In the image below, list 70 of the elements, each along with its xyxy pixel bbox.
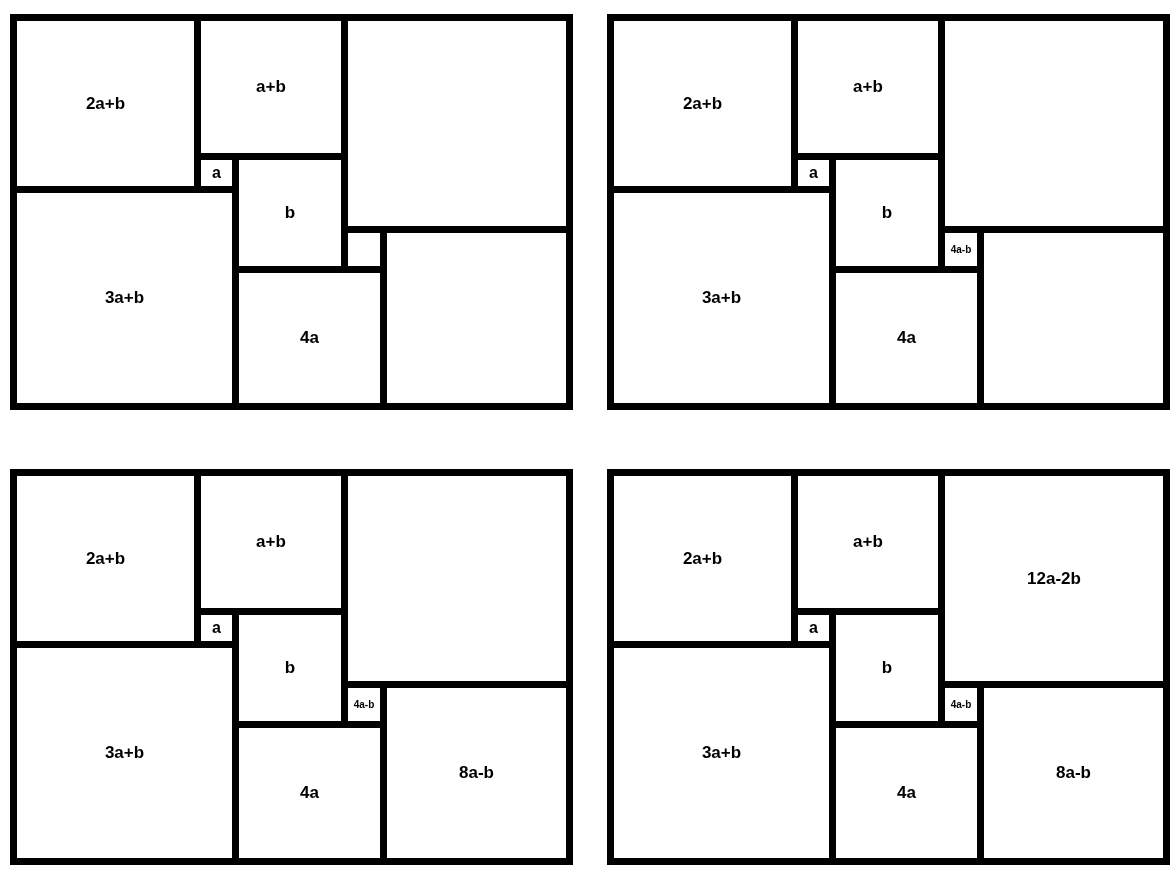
- square-tile: [984, 233, 1163, 403]
- tile-label: 2a+b: [682, 93, 723, 114]
- square-tile: [945, 476, 1163, 681]
- tile-label: a+b: [256, 77, 286, 97]
- square-tile: [798, 21, 938, 153]
- square-tile: [201, 476, 341, 608]
- tile-label: 4a: [897, 328, 916, 348]
- square-tile: [945, 688, 977, 721]
- tile-label: a: [809, 164, 818, 182]
- tile-label: 12a-2b: [1027, 568, 1081, 589]
- tile-label: 8a-b: [459, 763, 494, 783]
- tile-label: 3a+b: [701, 288, 742, 308]
- square-tile: [17, 476, 194, 641]
- square-tile: [201, 615, 232, 641]
- tile-label: 2a+b: [85, 93, 126, 114]
- square-tile: [201, 160, 232, 186]
- square-tile: [836, 615, 938, 721]
- tile-label: b: [284, 658, 296, 678]
- tile-label: a: [212, 619, 221, 637]
- square-tile: [984, 688, 1163, 858]
- rectangle-frame: [607, 14, 1170, 410]
- rectangle-frame: [10, 469, 573, 865]
- square-tile: [201, 21, 341, 153]
- square-tile: [945, 21, 1163, 226]
- tile-label: 4a-b: [950, 244, 972, 255]
- tile-label: b: [284, 203, 296, 223]
- rectangle-frame: [607, 469, 1170, 865]
- rectangle-frame: [10, 14, 573, 410]
- square-tile: [239, 728, 380, 858]
- square-tile: [239, 273, 380, 403]
- square-tile: [387, 233, 566, 403]
- square-tile: [387, 688, 566, 858]
- tile-label: 3a+b: [104, 743, 145, 763]
- tile-label: b: [881, 658, 893, 678]
- square-tile: [614, 193, 829, 403]
- square-tile: [614, 21, 791, 186]
- tile-label: a+b: [256, 532, 286, 552]
- tile-label: b: [881, 203, 893, 223]
- square-tile: [348, 688, 380, 721]
- square-tile: [798, 476, 938, 608]
- square-tile: [348, 476, 566, 681]
- square-tile: [836, 728, 977, 858]
- tile-label: 2a+b: [85, 548, 126, 569]
- tile-label: a+b: [853, 77, 883, 97]
- square-tile: [348, 233, 380, 266]
- square-tile: [239, 160, 341, 266]
- square-tile: [17, 648, 232, 858]
- square-tile: [836, 273, 977, 403]
- square-tile: [17, 21, 194, 186]
- square-tile: [798, 160, 829, 186]
- tile-label: a: [809, 619, 818, 637]
- tile-label: 8a-b: [1056, 763, 1091, 783]
- square-tile: [614, 476, 791, 641]
- square-tile: [239, 615, 341, 721]
- square-tile: [945, 233, 977, 266]
- tile-label: a+b: [853, 532, 883, 552]
- tile-label: 4a: [300, 328, 319, 348]
- square-tile: [798, 615, 829, 641]
- square-tile: [836, 160, 938, 266]
- tile-label: a: [212, 164, 221, 182]
- square-tile: [17, 193, 232, 403]
- tile-label: 4a: [300, 783, 319, 803]
- tile-label: 3a+b: [701, 743, 742, 763]
- tile-label: 3a+b: [104, 288, 145, 308]
- tile-label: 2a+b: [682, 548, 723, 569]
- tile-label: 4a: [897, 783, 916, 803]
- square-tile: [348, 21, 566, 226]
- tile-label: 4a-b: [950, 699, 972, 710]
- square-tile: [614, 648, 829, 858]
- tile-label: 4a-b: [353, 699, 375, 710]
